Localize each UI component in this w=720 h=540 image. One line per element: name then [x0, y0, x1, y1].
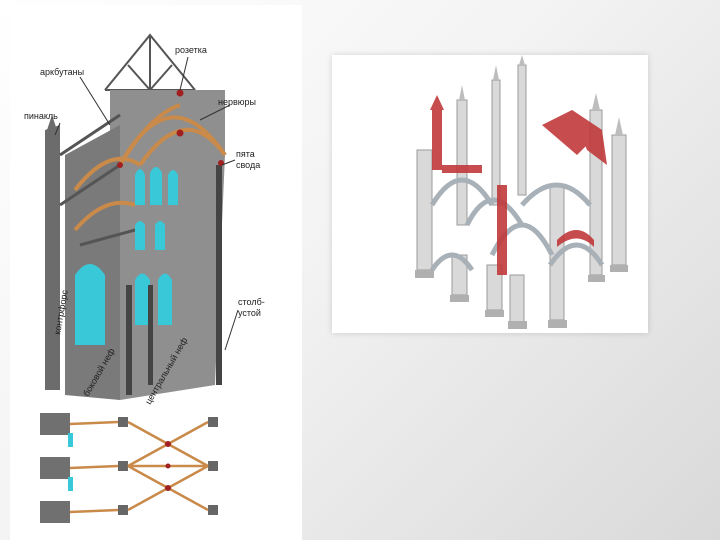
cathedral-cross-section-panel: розетка аркбутаны нервюры пинакль пята с…: [10, 5, 302, 540]
label-flying-buttresses: аркбутаны: [40, 67, 84, 77]
label-pillar: столб-: [238, 297, 265, 307]
cathedral-3d-model-panel: [332, 55, 648, 333]
cathedral-cross-section-diagram: розетка аркбутаны нервюры пинакль пята с…: [10, 5, 302, 540]
label-pillar-2: устой: [238, 308, 261, 318]
label-vault-springer-2: свода: [236, 160, 260, 170]
cathedral-3d-model-illustration: [332, 55, 648, 333]
floor-plan: [40, 413, 218, 523]
label-pinnacle: пинакль: [24, 111, 58, 121]
label-rosette: розетка: [175, 45, 207, 55]
label-ribs: нервюры: [218, 97, 256, 107]
label-vault-springer: пята: [236, 149, 255, 159]
